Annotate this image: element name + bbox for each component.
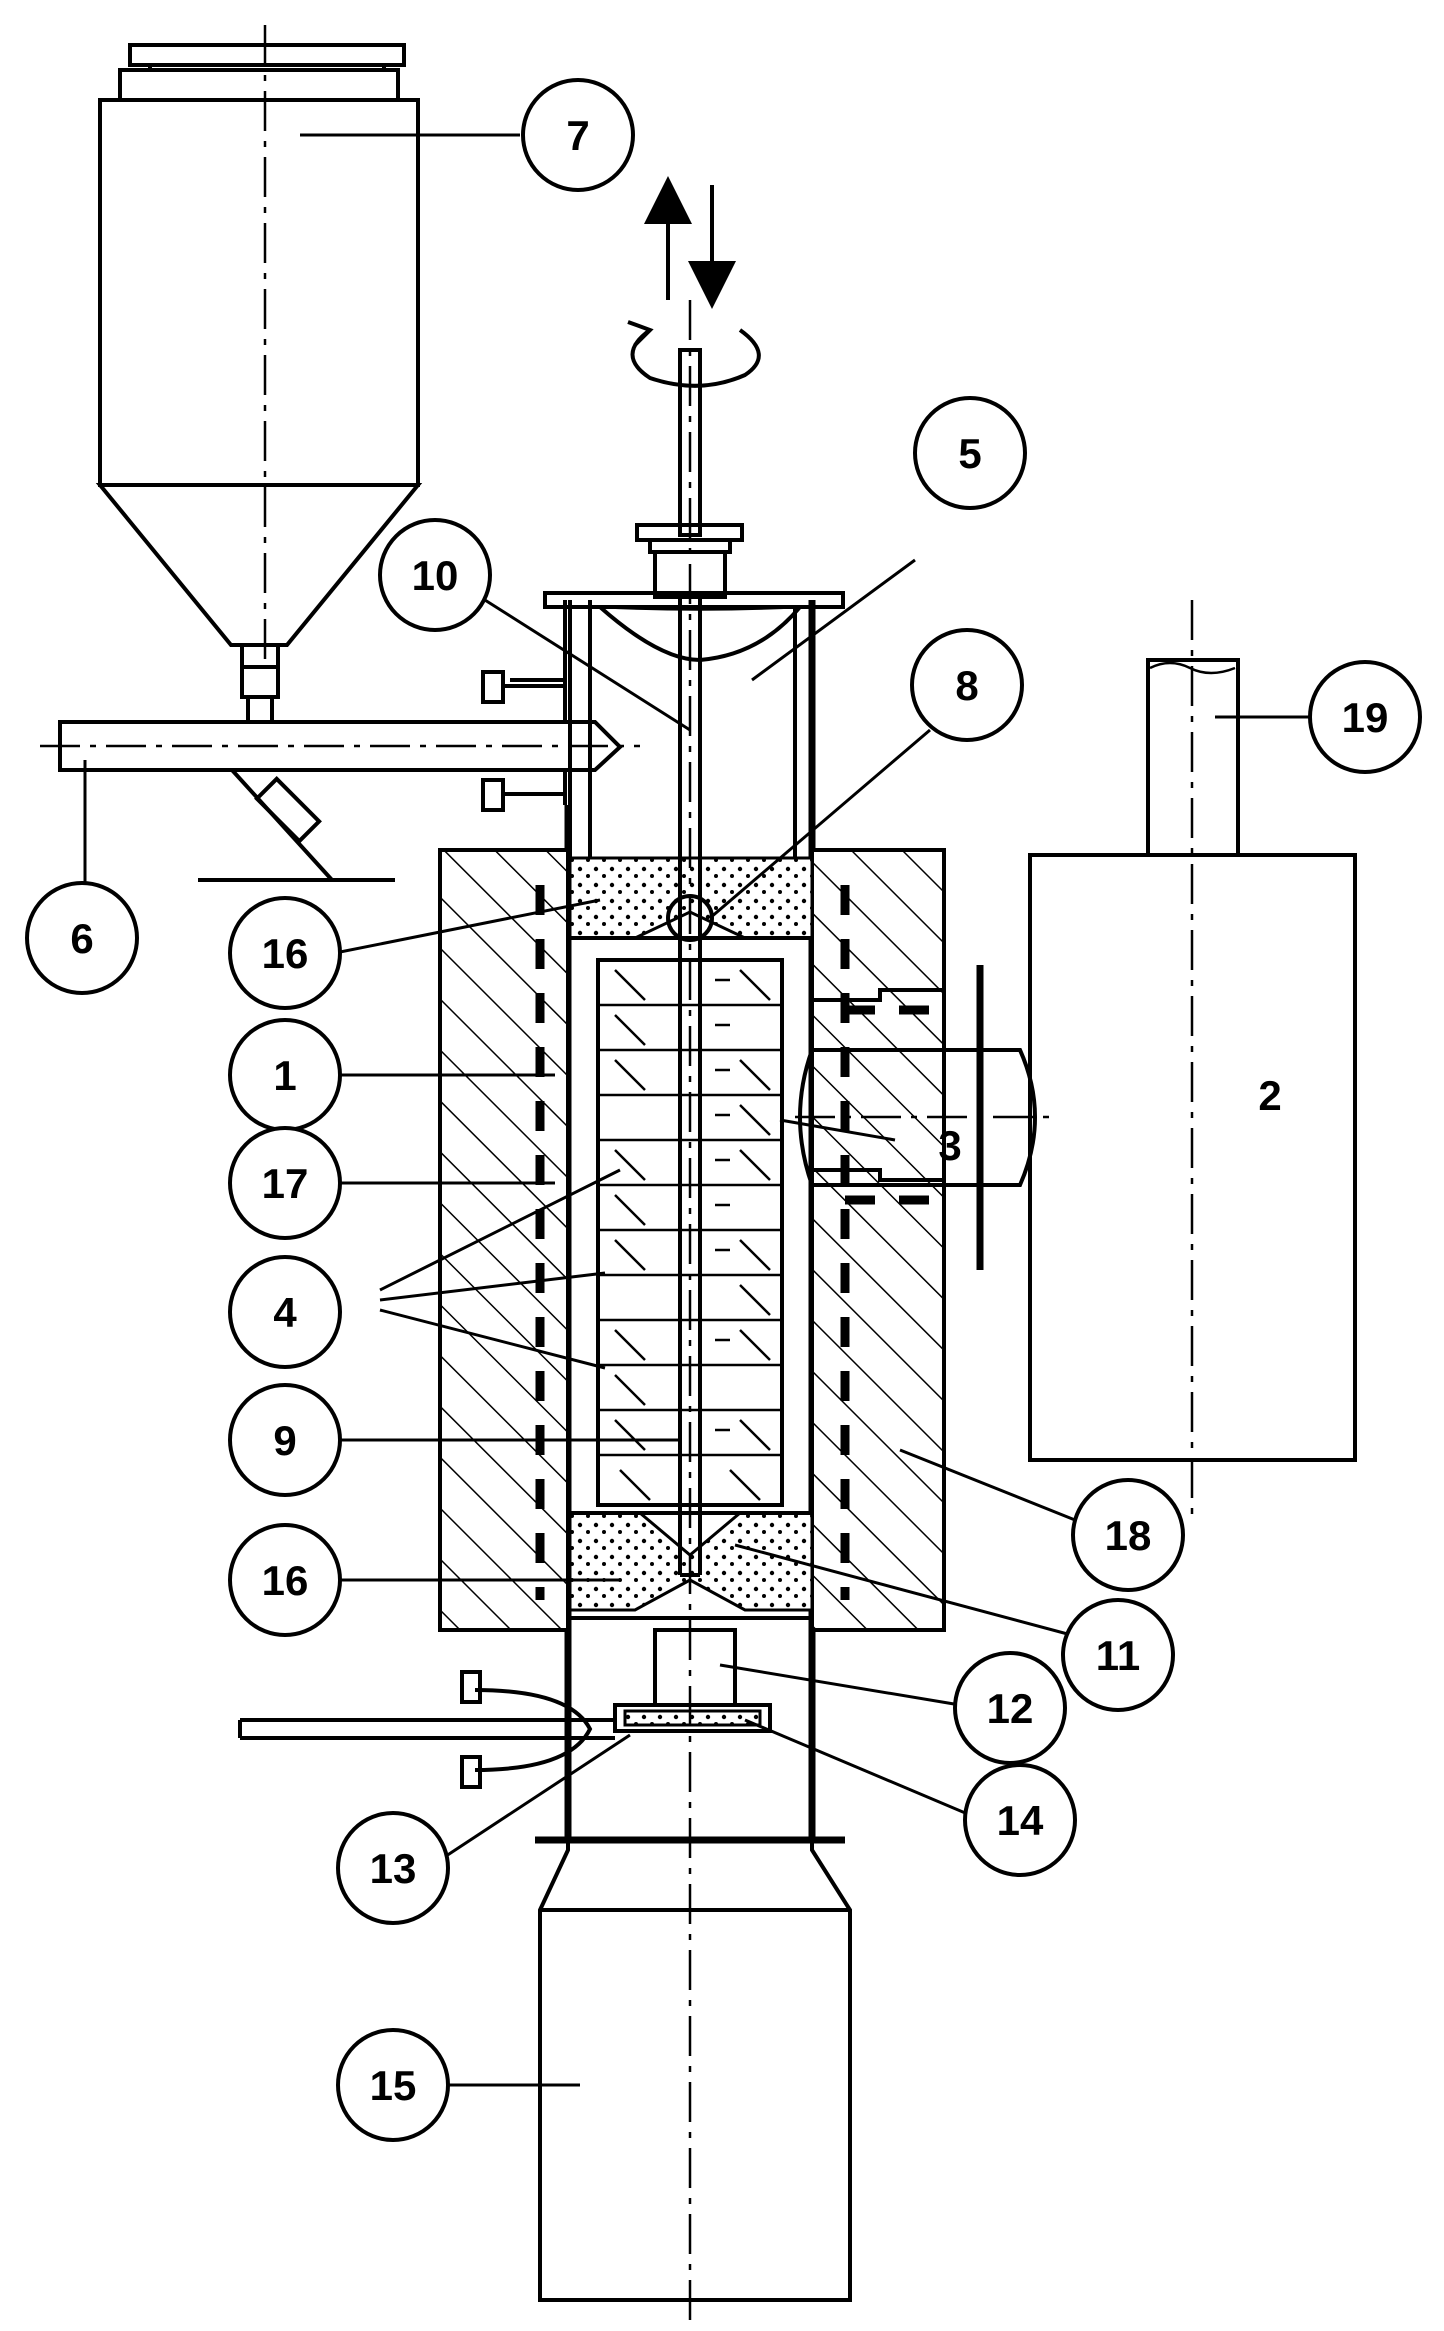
- label-11: 11: [1061, 1598, 1175, 1712]
- label-11-text: 11: [1096, 1632, 1140, 1679]
- label-19-text: 19: [1342, 694, 1389, 741]
- label-14: 14: [963, 1763, 1077, 1877]
- label-8-text: 8: [955, 662, 978, 709]
- label-9-text: 9: [273, 1417, 296, 1464]
- bottom-section: [238, 1616, 852, 2302]
- label-13-text: 13: [370, 1845, 417, 1892]
- hopper: [95, 43, 423, 724]
- label-7: 7: [521, 78, 635, 192]
- label-16-top: 16: [228, 896, 342, 1010]
- label-17-text: 17: [262, 1160, 309, 1207]
- label-10-text: 10: [412, 552, 459, 599]
- label-6-text: 6: [70, 915, 93, 962]
- label-2: 2: [1258, 1072, 1281, 1119]
- label-10: 10: [378, 518, 492, 632]
- label-3: 3: [938, 1122, 961, 1169]
- label-13: 13: [336, 1811, 450, 1925]
- label-15: 15: [336, 2028, 450, 2142]
- label-15-text: 15: [370, 2062, 417, 2109]
- motion-arrows: [627, 176, 761, 388]
- label-12-text: 12: [987, 1685, 1034, 1732]
- label-6: 6: [25, 881, 139, 995]
- label-5-text: 5: [958, 430, 981, 477]
- label-3-text: 3: [938, 1122, 961, 1169]
- label-7-text: 7: [566, 112, 589, 159]
- label-2-text: 2: [1258, 1072, 1281, 1119]
- label-8: 8: [910, 628, 1024, 742]
- label-5: 5: [913, 396, 1027, 510]
- label-16-bottom-text: 16: [262, 1557, 309, 1604]
- label-14-text: 14: [997, 1797, 1044, 1844]
- label-4-text: 4: [273, 1289, 297, 1336]
- label-16-bottom: 16: [228, 1523, 342, 1637]
- furnace: [438, 848, 946, 1632]
- label-9: 9: [228, 1383, 342, 1497]
- label-17: 17: [228, 1126, 342, 1240]
- center-axes: [40, 25, 1194, 2330]
- feed-screw: [58, 600, 623, 882]
- label-4: 4: [228, 1255, 342, 1369]
- label-1-text: 1: [273, 1052, 296, 1099]
- label-19: 19: [1308, 660, 1422, 774]
- label-1: 1: [228, 1018, 342, 1132]
- label-16-top-text: 16: [262, 930, 309, 977]
- label-18: 18: [1071, 1478, 1185, 1592]
- label-18-text: 18: [1105, 1512, 1152, 1559]
- label-12: 12: [953, 1651, 1067, 1765]
- leader-lines: [83, 133, 1315, 2087]
